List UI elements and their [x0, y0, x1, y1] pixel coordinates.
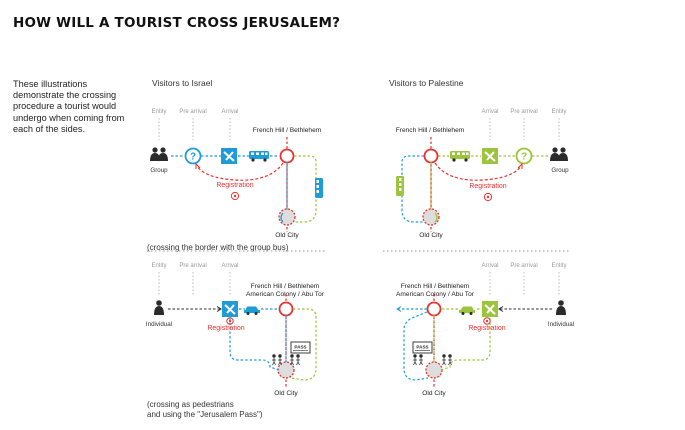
registration-label: Registration [469, 183, 506, 190]
pedestrians-icon [413, 354, 452, 366]
place-old-city: Old City [419, 232, 443, 239]
page-title: HOW WILL A TOURIST CROSS JERUSALEM? [13, 15, 341, 31]
panel-palestine-pedestrian: Arrival Pre arrival Entity French Hill /… [396, 263, 574, 397]
stage-entity: Entity [151, 109, 166, 115]
intro-text: These illustrations demonstrate the cros… [13, 79, 125, 134]
checkpoint-north [426, 301, 442, 317]
svg-text:PASS: PASS [416, 345, 428, 350]
bus-icon [249, 151, 269, 162]
group-icon [550, 147, 568, 161]
checkpoint-north [423, 148, 439, 164]
car-icon [244, 306, 260, 315]
group-label: Group [551, 167, 569, 174]
stage-entity: Entity [151, 263, 166, 269]
pedestrians-icon [272, 354, 300, 366]
car-icon [459, 306, 475, 315]
stage-arrival: Arrival [221, 263, 238, 269]
note-bus: (crossing the border with the group bus) [147, 243, 289, 252]
heading-israel: Visitors to Israel [152, 78, 212, 88]
place-north-line2: American Colony / Abu Tor [396, 291, 475, 298]
person-icon [154, 300, 164, 315]
bus-icon [450, 151, 470, 162]
individual-label: Individual [146, 321, 172, 328]
group-icon [150, 147, 168, 161]
panel-israel-pedestrian: Entity Pre arrival Arrival French Hill /… [146, 263, 325, 397]
stage-pre-arrival: Pre arrival [510, 109, 537, 115]
registration-icon [230, 191, 240, 201]
place-old-city: Old City [275, 232, 299, 239]
place-north-line2: American Colony / Abu Tor [246, 291, 325, 298]
airplane-icon [482, 148, 498, 164]
airplane-icon [221, 148, 237, 164]
place-north: French Hill / Bethlehem [253, 127, 322, 134]
registration-label: Registration [468, 325, 505, 332]
stage-pre-arrival: Pre arrival [179, 109, 206, 115]
stage-arrival: Arrival [221, 109, 238, 115]
stage-entity: Entity [551, 109, 566, 115]
checkpoint-old-city [425, 361, 443, 379]
registration-label: Registration [216, 182, 253, 189]
panel-israel-bus: Entity Pre arrival Arrival French Hill /… [150, 109, 323, 239]
place-old-city: Old City [274, 390, 298, 397]
note-pedestrian-line2: and using the "Jerusalem Pass") [147, 410, 263, 419]
place-old-city: Old City [422, 390, 446, 397]
panel-palestine-bus: Arrival Pre arrival Entity French Hill /… [396, 109, 569, 239]
svg-text:?: ? [521, 152, 527, 163]
airplane-icon [482, 301, 498, 317]
svg-text:PASS: PASS [294, 345, 306, 350]
place-north: French Hill / Bethlehem [251, 283, 320, 290]
airplane-icon [222, 301, 238, 317]
registration-icon [226, 317, 234, 325]
place-north: French Hill / Bethlehem [396, 127, 465, 134]
pass-card-icon: PASS [412, 341, 433, 354]
stage-arrival: Arrival [481, 263, 498, 269]
group-label: Group [150, 167, 168, 174]
question-icon: ? [184, 147, 202, 165]
place-north: French Hill / Bethlehem [401, 283, 470, 290]
question-icon: ? [515, 147, 533, 165]
registration-icon [483, 192, 493, 202]
checkpoint-old-city [277, 361, 295, 379]
bus-icon-vertical [396, 176, 404, 196]
checkpoint-north [278, 301, 294, 317]
checkpoint-north [279, 148, 295, 164]
stage-pre-arrival: Pre arrival [510, 263, 537, 269]
heading-palestine: Visitors to Palestine [389, 78, 464, 88]
bus-icon-green [315, 178, 323, 198]
stage-arrival: Arrival [481, 109, 498, 115]
individual-label: Individual [548, 321, 574, 328]
stage-entity: Entity [551, 263, 566, 269]
stage-pre-arrival: Pre arrival [179, 263, 206, 269]
note-pedestrian-line1: (crossing as pedestrians [147, 400, 234, 409]
svg-text:?: ? [190, 152, 196, 163]
person-icon [556, 300, 566, 315]
pass-card-icon: PASS [290, 341, 311, 354]
registration-icon [483, 317, 491, 325]
registration-label: Registration [207, 325, 244, 332]
